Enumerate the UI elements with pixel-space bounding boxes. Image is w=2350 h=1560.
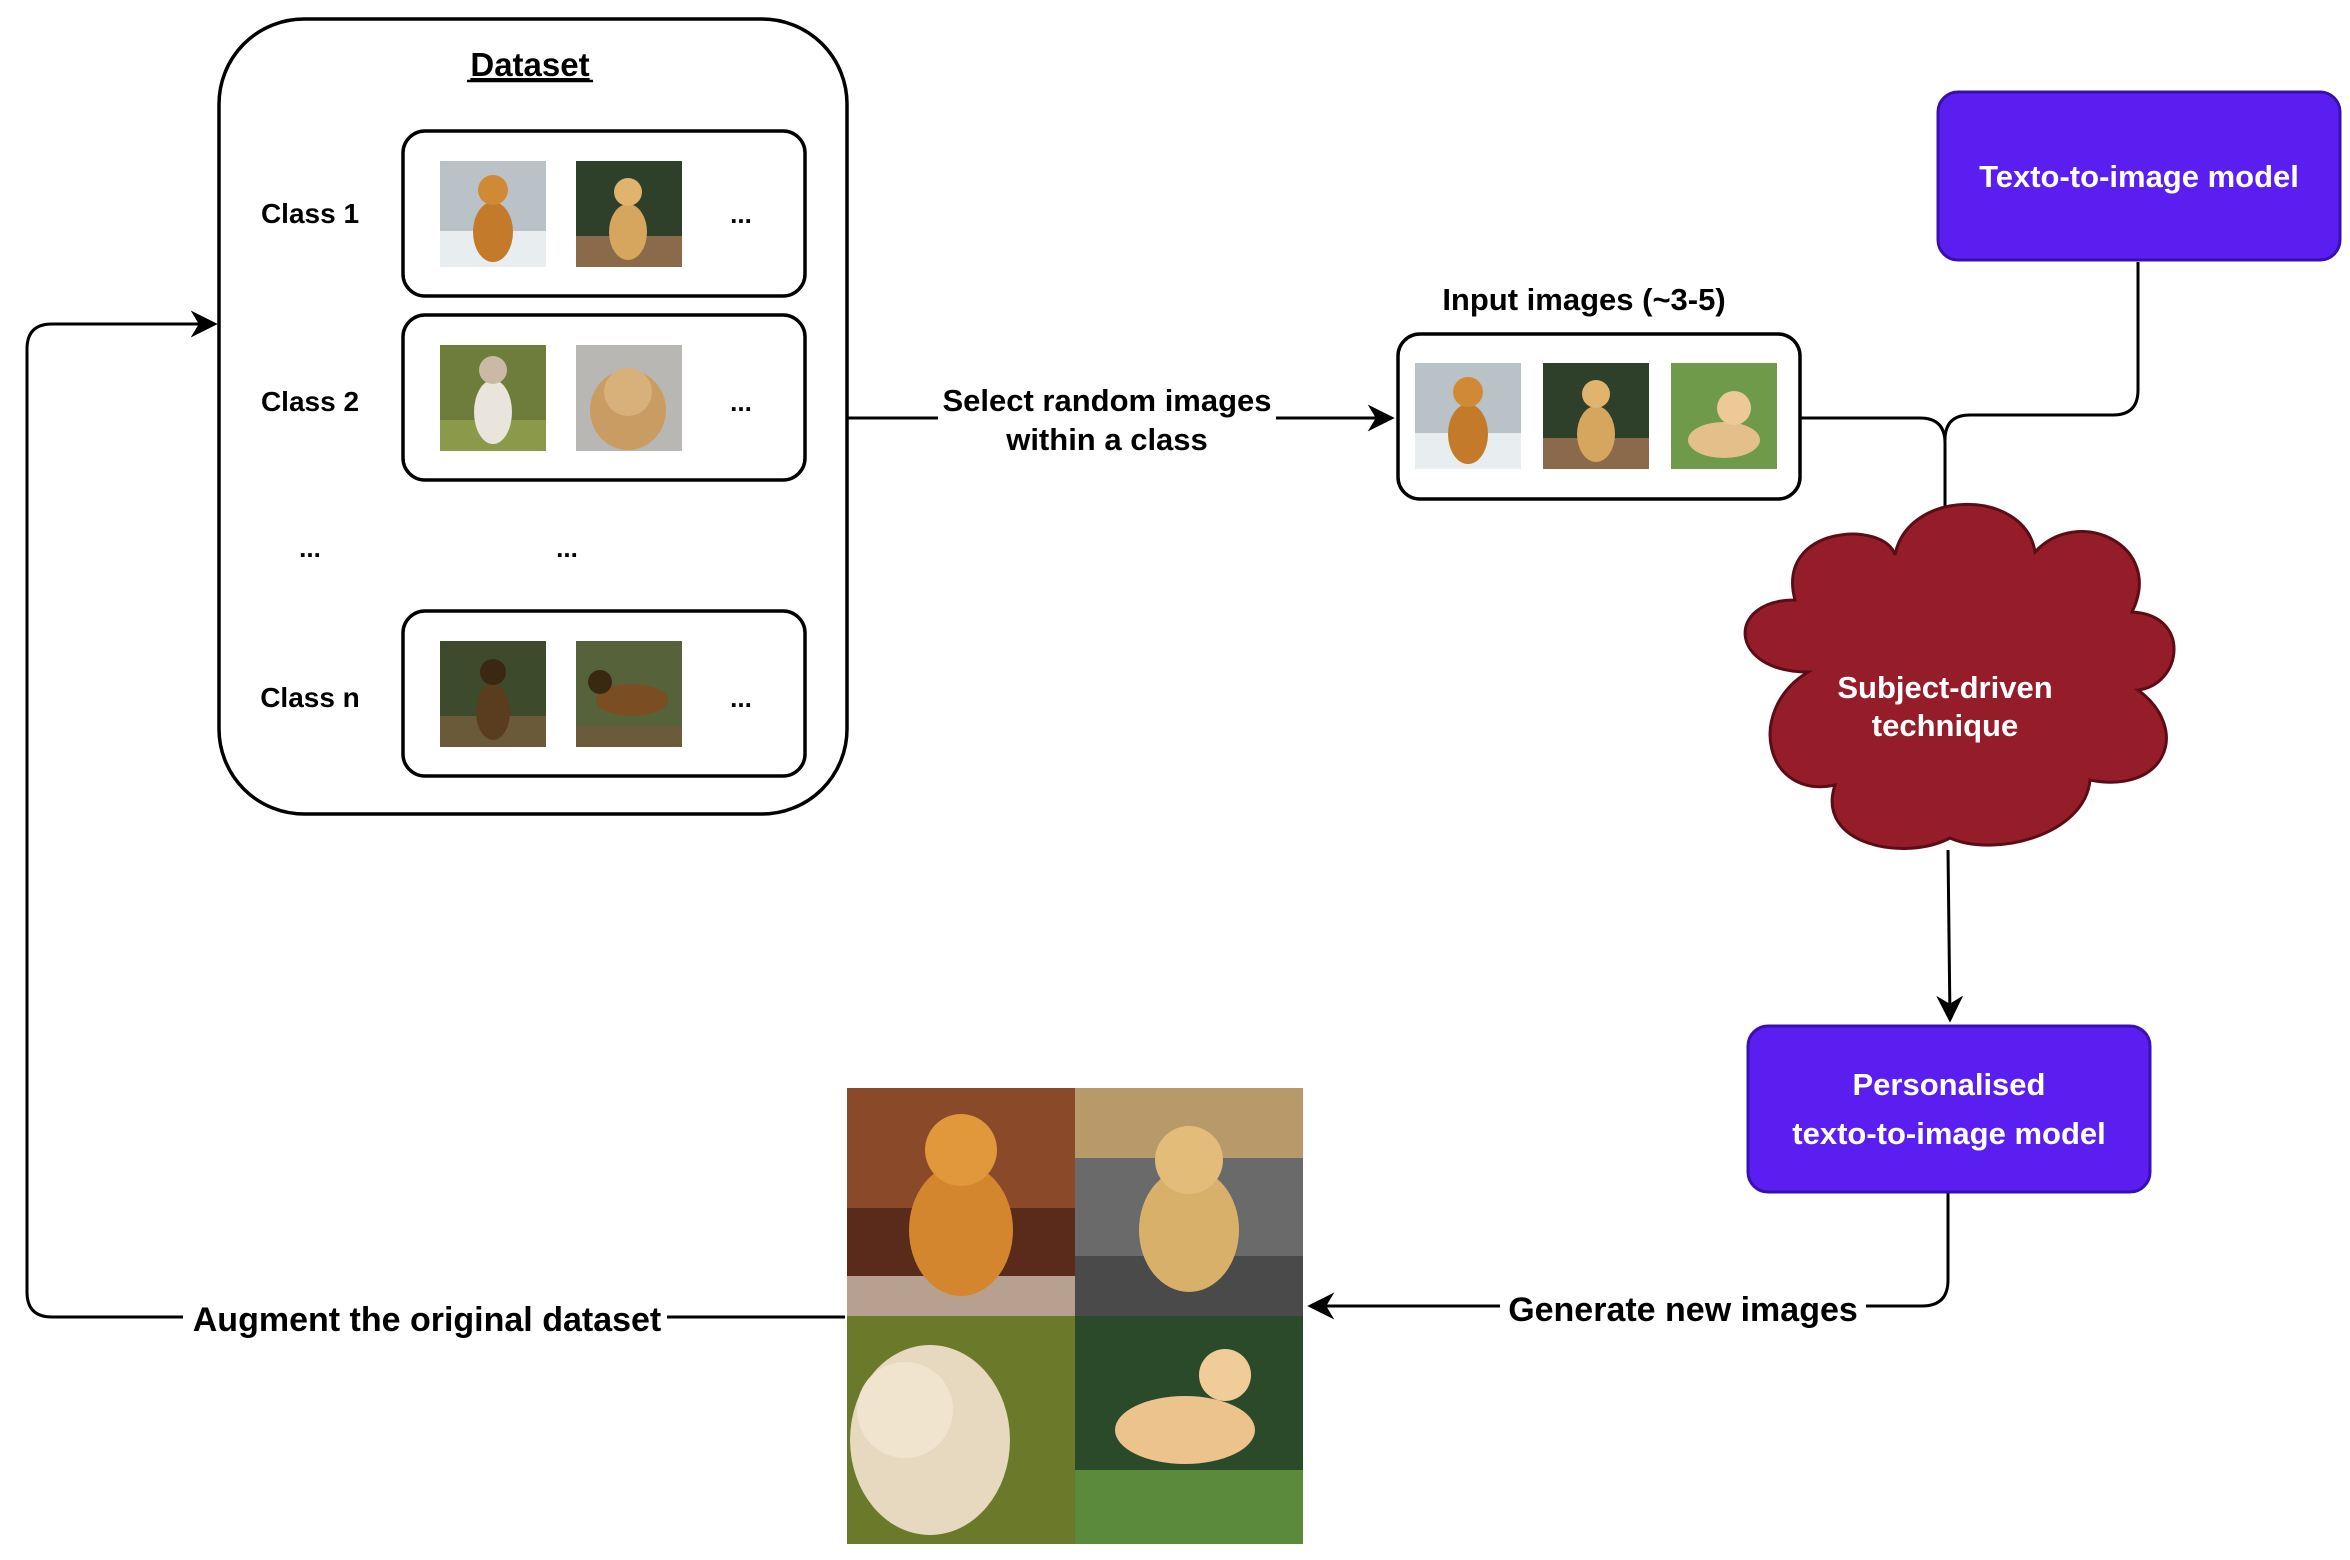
generated-images-grid: [847, 1088, 1303, 1544]
generate-label-bg: [1500, 1286, 1866, 1334]
input-thumb-2: [1543, 363, 1649, 469]
class-2-more: ...: [730, 387, 752, 417]
edge-label-select-line2: within a class: [1005, 422, 1208, 457]
input-images-box: [1396, 332, 1802, 501]
input-thumb-1: [1415, 363, 1521, 469]
class-n-thumb-1: [440, 641, 546, 747]
generated-image-2: [1075, 1088, 1303, 1316]
class-2-thumb-1: [440, 345, 546, 451]
personalised-model-line1: Personalised: [1853, 1067, 2046, 1102]
edge-technique-to-personalised: [1936, 849, 1964, 1023]
edge-augment: [25, 310, 845, 1319]
technique-cloud-node: Subject-driven technique: [1743, 502, 2176, 850]
class-2-thumb-2: [576, 345, 682, 451]
personalised-model-box: [1746, 1024, 2152, 1194]
class-1-thumb-1: [440, 161, 546, 267]
generated-image-4: [1075, 1316, 1303, 1544]
input-thumb-3: [1671, 363, 1777, 469]
technique-line1: Subject-driven: [1837, 670, 2052, 705]
generated-image-1: [847, 1088, 1075, 1316]
generated-image-3: [847, 1316, 1075, 1544]
augment-label-bg: [183, 1296, 667, 1344]
select-label-bg: [938, 380, 1276, 456]
t2i-model-node: Texto-to-image model: [1936, 90, 2342, 262]
class-1-more: ...: [730, 199, 752, 229]
class-2-label: Class 2: [261, 386, 359, 417]
dataset-ellipsis-mid: ...: [556, 533, 578, 563]
edge-model-to-technique: [1943, 262, 2140, 441]
personalised-model-line2: texto-to-image model: [1792, 1116, 2105, 1151]
class-n-label: Class n: [260, 682, 360, 713]
personalised-model-node: Personalised texto-to-image model: [1746, 1024, 2152, 1194]
class-n-more: ...: [730, 683, 752, 713]
edge-label-generate: Generate new images: [1508, 1291, 1858, 1329]
edge-input-to-technique: [1796, 416, 1947, 580]
edge-label-select-line1: Select random images: [942, 383, 1271, 418]
class-n-thumb-2: [576, 641, 682, 747]
edge-label-augment: Augment the original dataset: [193, 1301, 662, 1339]
technique-line2: technique: [1872, 708, 2018, 743]
technique-cloud: [1743, 502, 2176, 850]
dataset-title: Dataset: [470, 46, 589, 83]
edge-generate: [1307, 1190, 1950, 1320]
input-images-label: Input images (~3-5): [1442, 282, 1725, 317]
class-1-label: Class 1: [261, 198, 359, 229]
t2i-model-box: [1936, 90, 2342, 262]
dataset-container: Dataset Class 1 ... Class 2: [217, 17, 849, 816]
class-1-thumb-2: [576, 161, 682, 267]
t2i-model-label: Texto-to-image model: [1979, 159, 2299, 194]
dataset-ellipsis-left: ...: [299, 533, 321, 563]
